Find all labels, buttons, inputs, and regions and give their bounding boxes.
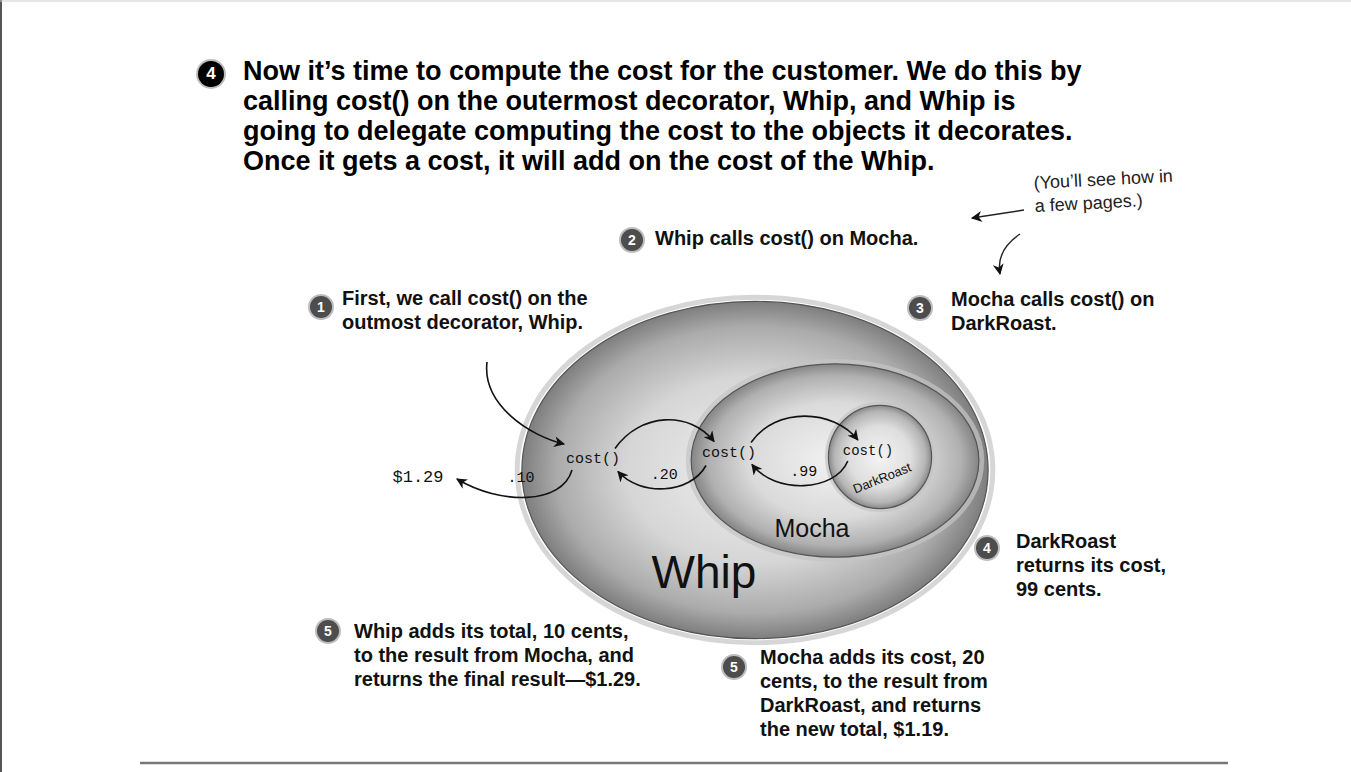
outline-halo <box>517 297 993 642</box>
decorator-name: Whip <box>652 547 757 597</box>
method-label: cost() <box>843 443 893 459</box>
annotation-text: Whip adds its total, 10 cents, to the re… <box>354 619 648 691</box>
leader-line <box>999 234 1020 274</box>
callout-number: 5 <box>723 656 745 678</box>
component-name: DarkRoast <box>851 460 914 497</box>
decorator-name: Mocha <box>774 514 849 542</box>
annotation-text: DarkRoast returns its cost, 99 cents. <box>1016 529 1176 601</box>
callout-number: 5 <box>317 620 339 642</box>
callout-number: 3 <box>909 297 931 319</box>
callout-number: 4 <box>198 61 224 87</box>
annotation-text: Mocha calls cost() on DarkRoast. <box>951 287 1176 335</box>
outline-shape <box>828 405 931 508</box>
edge-label: .20 <box>651 466 678 483</box>
leader-line <box>972 210 1024 218</box>
callout-number: 2 <box>621 229 643 251</box>
outline-shape <box>522 301 988 638</box>
outline-halo <box>688 361 981 559</box>
method-label: cost() <box>702 445 756 462</box>
callout-number: 4 <box>976 537 998 559</box>
component-circle: cost()DarkRoast <box>828 405 932 509</box>
page-border <box>0 0 2 772</box>
decorator-ellipse: cost()Whipcost()Mochacost()DarkRoast <box>520 300 990 640</box>
annotation-text: Whip calls cost() on Mocha. <box>655 226 918 250</box>
annotation-text: Mocha adds its cost, 20 cents, to the re… <box>760 645 1002 741</box>
annotation-text: First, we call cost() on the outmost dec… <box>342 286 612 334</box>
callout-number: 1 <box>310 296 332 318</box>
handwritten-note: (You’ll see how in a few pages.) <box>1033 164 1185 218</box>
cost-value: .10 <box>507 470 534 487</box>
decorator-ellipse: cost()Mochacost()DarkRoast <box>690 363 980 558</box>
outline-halo <box>827 404 932 510</box>
page-border <box>0 1 1351 2</box>
outline-shape <box>691 364 979 557</box>
heading: Now it’s time to compute the cost for th… <box>243 56 1083 176</box>
price-value: $1.29 <box>392 468 443 487</box>
edge-label: .99 <box>790 463 817 480</box>
method-label: cost() <box>566 451 620 468</box>
bottom-rule <box>140 762 1228 765</box>
